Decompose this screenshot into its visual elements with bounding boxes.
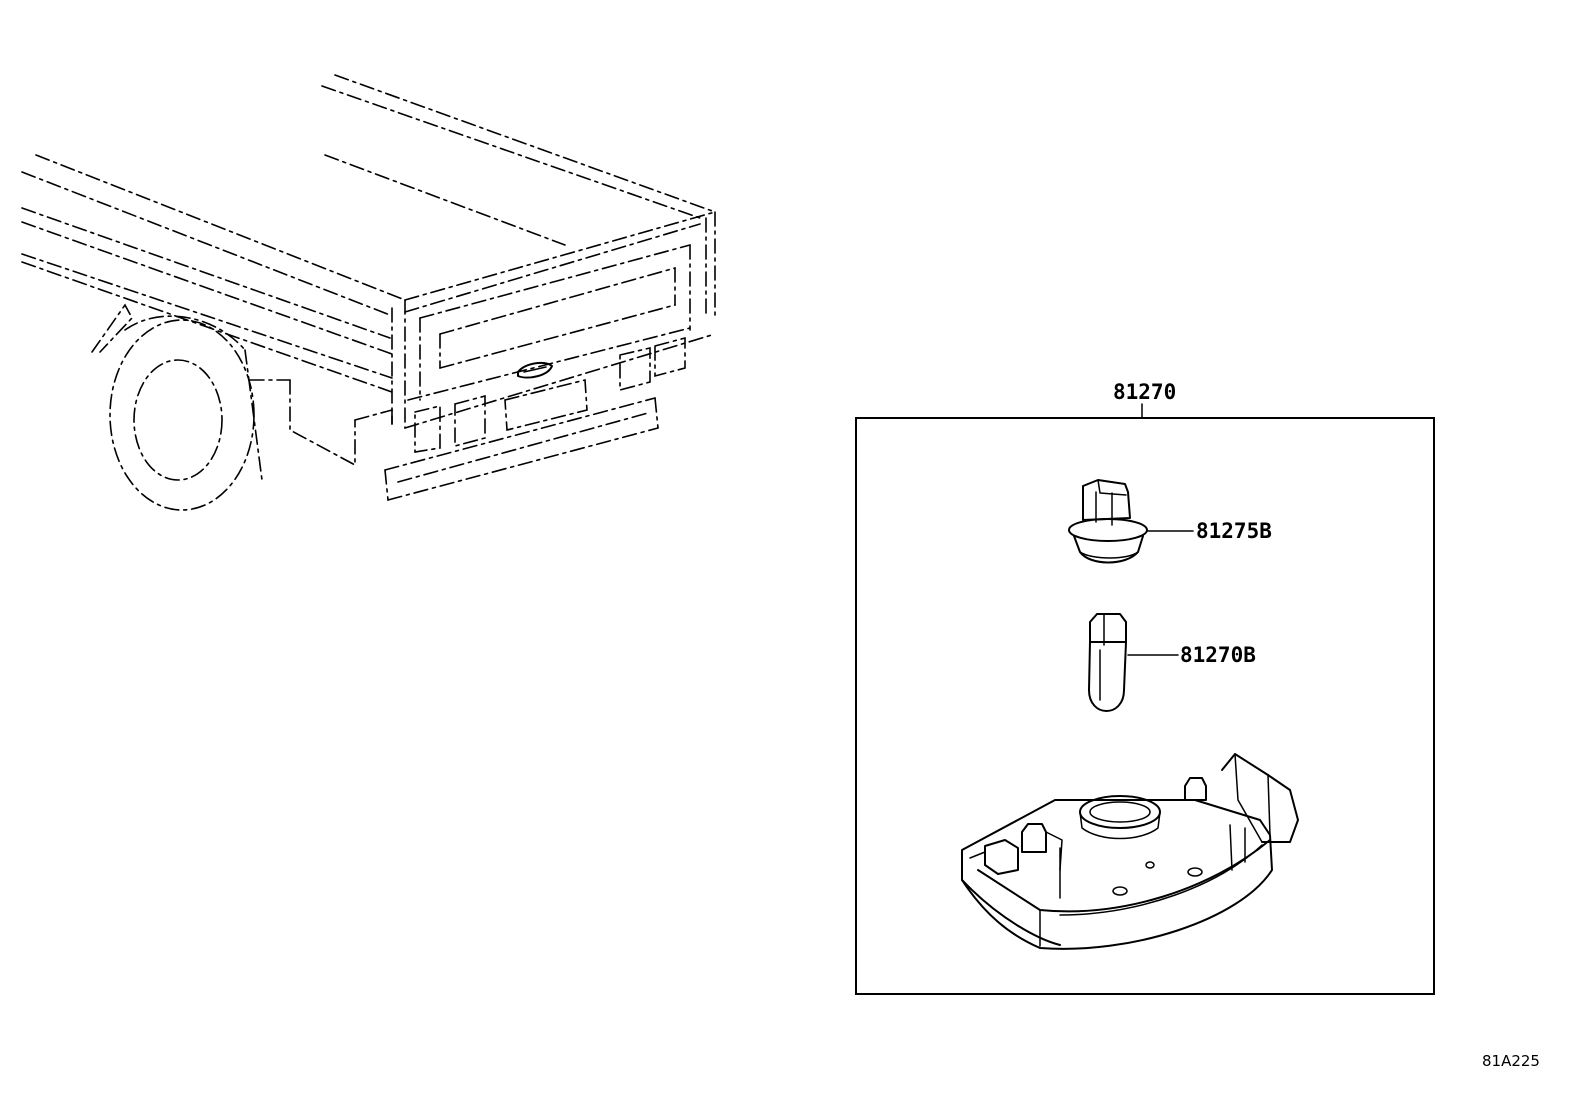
illustration-code: 81A225 [1482,1052,1540,1070]
truck-rear-view-icon [21,74,716,511]
license-plate-lamp-housing-icon [961,753,1299,950]
assembly-frame [855,417,1435,995]
callout-bulb-81270B: 81270B [1180,643,1256,667]
wedge-bulb-icon [1088,613,1179,712]
callout-assembly-81270: 81270 [1113,380,1176,404]
callout-socket-81275B: 81275B [1196,519,1272,543]
bulb-socket-icon [1068,479,1194,564]
